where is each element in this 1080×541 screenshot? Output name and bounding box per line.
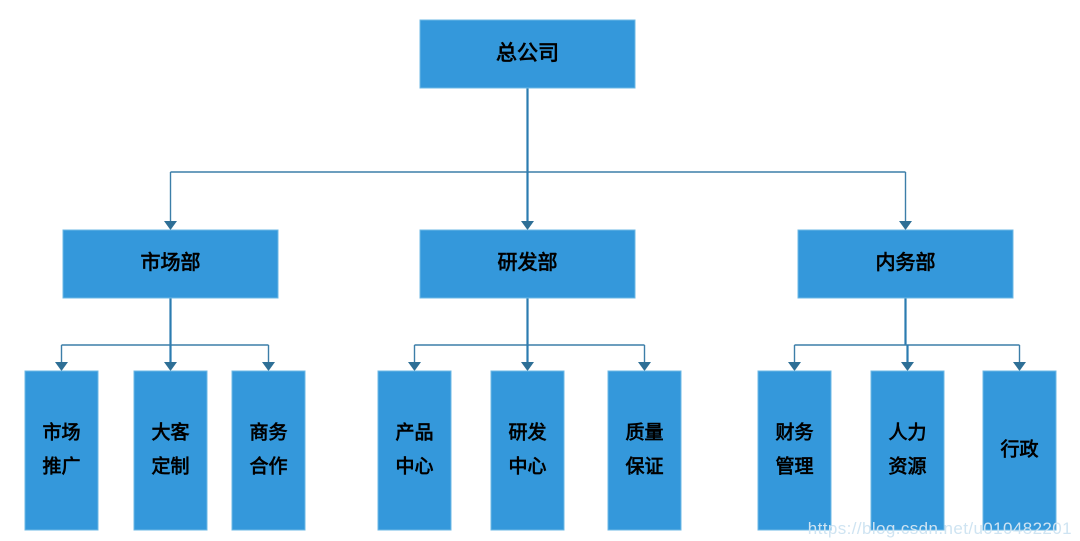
node-label-quality-assurance: 质量保证: [624, 422, 663, 478]
node-label-administration: 行政: [999, 438, 1039, 461]
node-box-finance-management[interactable]: [757, 370, 832, 531]
node-administration[interactable]: 行政: [982, 370, 1057, 531]
node-label-line: 产品: [395, 421, 433, 444]
node-box-hq[interactable]: [419, 19, 636, 89]
node-market-promotion[interactable]: 市场推广: [24, 370, 99, 531]
node-box-human-resources[interactable]: [870, 370, 945, 531]
connector-arrowhead: [638, 362, 651, 371]
connector-arrowhead: [55, 362, 68, 371]
node-box-rnd-center[interactable]: [490, 370, 565, 531]
connector-arrowhead: [1013, 362, 1026, 371]
connector-layer: [55, 88, 1026, 371]
node-marketing[interactable]: 市场部: [62, 229, 279, 299]
node-label-line: 研发部: [498, 250, 558, 274]
connector-arrowhead: [164, 221, 177, 230]
node-label-line: 资源: [888, 455, 926, 478]
connector-arrowhead: [521, 221, 534, 230]
node-label-line: 中心: [508, 455, 546, 478]
connector-arrowhead: [899, 221, 912, 230]
node-product-center[interactable]: 产品中心: [377, 370, 452, 531]
node-box-internal-affairs[interactable]: [797, 229, 1014, 299]
node-box-marketing[interactable]: [62, 229, 279, 299]
node-label-rnd: 研发部: [498, 250, 558, 274]
node-label-line: 保证: [624, 455, 663, 478]
node-box-business-cooperation[interactable]: [231, 370, 306, 531]
node-label-line: 市场: [42, 421, 80, 444]
node-finance-management[interactable]: 财务管理: [757, 370, 832, 531]
node-box-product-center[interactable]: [377, 370, 452, 531]
node-label-line: 研发: [508, 421, 547, 444]
node-box-rnd[interactable]: [419, 229, 636, 299]
node-label-line: 人力: [888, 421, 926, 444]
node-box-market-promotion[interactable]: [24, 370, 99, 531]
node-label-market-promotion: 市场推广: [42, 421, 80, 478]
node-label-key-account-custom: 大客定制: [151, 421, 190, 478]
node-label-line: 市场部: [141, 250, 201, 274]
node-label-line: 管理: [775, 455, 813, 478]
node-label-line: 推广: [42, 455, 80, 478]
node-label-line: 合作: [249, 455, 287, 478]
node-box-key-account-custom[interactable]: [133, 370, 208, 531]
node-label-human-resources: 人力资源: [888, 421, 926, 478]
node-label-line: 行政: [999, 438, 1039, 461]
node-label-marketing: 市场部: [141, 250, 201, 274]
connector-arrowhead: [788, 362, 801, 371]
node-label-line: 质量: [625, 422, 663, 444]
node-label-finance-management: 财务管理: [775, 421, 814, 478]
node-layer: 总公司市场部市场推广大客定制商务合作研发部产品中心研发中心质量保证内务部财务管理…: [24, 19, 1057, 531]
node-label-line: 大客: [151, 421, 190, 444]
node-rnd-center[interactable]: 研发中心: [490, 370, 565, 531]
node-key-account-custom[interactable]: 大客定制: [133, 370, 208, 531]
node-label-line: 商务: [249, 421, 288, 444]
node-label-line: 总公司: [496, 41, 559, 65]
node-box-quality-assurance[interactable]: [607, 370, 682, 531]
node-box-administration[interactable]: [982, 370, 1057, 531]
node-label-hq: 总公司: [496, 41, 559, 65]
node-rnd[interactable]: 研发部: [419, 229, 636, 299]
connector-arrowhead: [262, 362, 275, 371]
node-label-line: 内务部: [876, 250, 936, 274]
node-label-line: 财务: [775, 421, 814, 444]
node-business-cooperation[interactable]: 商务合作: [231, 370, 306, 531]
node-label-line: 定制: [151, 455, 189, 478]
node-human-resources[interactable]: 人力资源: [870, 370, 945, 531]
node-label-internal-affairs: 内务部: [876, 250, 936, 274]
connector-arrowhead: [901, 362, 914, 371]
node-label-product-center: 产品中心: [395, 421, 433, 478]
node-label-business-cooperation: 商务合作: [249, 421, 288, 478]
connector-arrowhead: [521, 362, 534, 371]
node-label-line: 中心: [395, 455, 433, 478]
node-internal-affairs[interactable]: 内务部: [797, 229, 1014, 299]
node-quality-assurance[interactable]: 质量保证: [607, 370, 682, 531]
connector-arrowhead: [408, 362, 421, 371]
node-hq[interactable]: 总公司: [419, 19, 636, 89]
node-label-rnd-center: 研发中心: [508, 421, 547, 478]
connector-arrowhead: [164, 362, 177, 371]
